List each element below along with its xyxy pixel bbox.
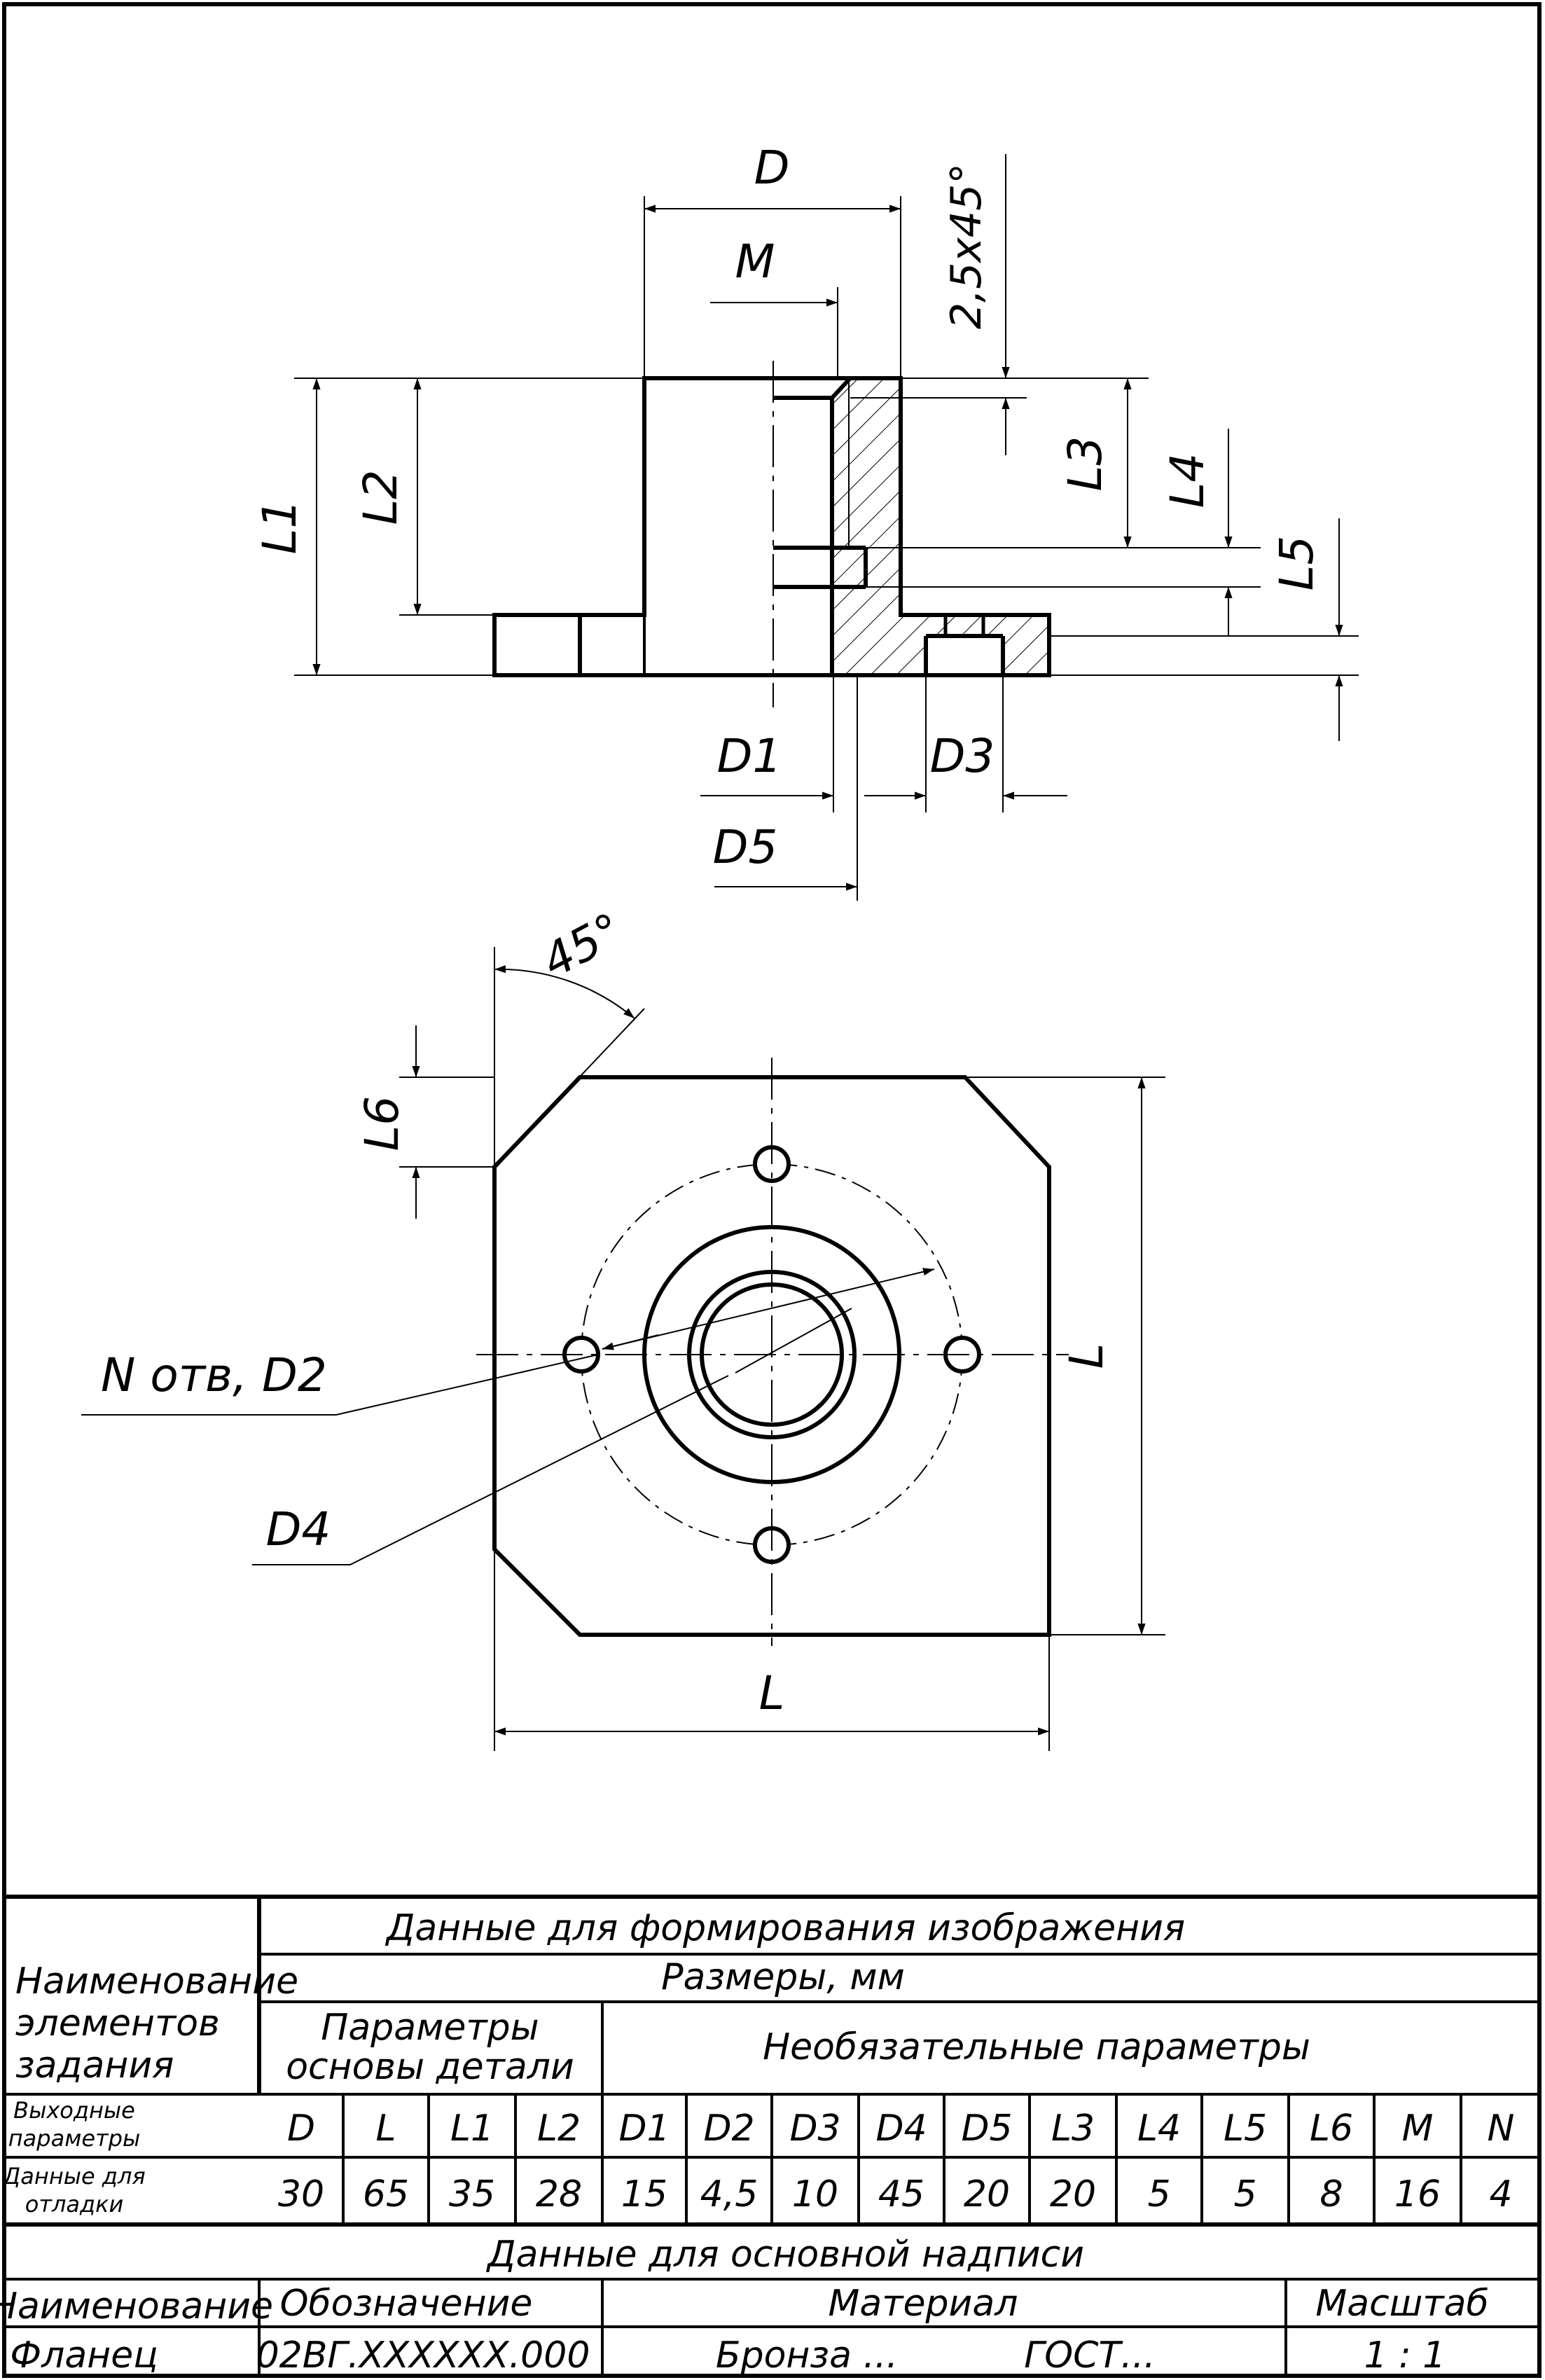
param-name-l4: L4 xyxy=(1137,2108,1181,2150)
label-chamfer: 2,5x45° xyxy=(942,163,991,329)
debug-data-line-1: Данные для xyxy=(1,2163,145,2189)
hatch-upper-wall xyxy=(832,378,901,548)
title-block-header: Данные для основной надписи xyxy=(486,2234,1084,2276)
front-view-dim-labels: D M 2,5x45° L1 L2 L3 L4 L5 D1 D3 D5 xyxy=(253,141,1324,874)
param-value-l6: 8 xyxy=(1319,2173,1343,2215)
label-L-vertical: L xyxy=(1060,1343,1114,1369)
scale-value: 1 : 1 xyxy=(1364,2334,1446,2376)
elements-header-line-1: Наименование xyxy=(15,1960,298,2002)
param-name-d4: D4 xyxy=(875,2108,927,2150)
debug-data-line-2: отладки xyxy=(25,2191,124,2218)
data-table xyxy=(4,1895,1541,2376)
label-L-horizontal: L xyxy=(759,1666,785,1720)
sizes-header: Размеры, мм xyxy=(661,1956,905,1998)
output-params-line-2: параметры xyxy=(8,2125,141,2152)
chamfer-line xyxy=(830,376,852,400)
label-D: D xyxy=(754,141,790,195)
param-name-l: L xyxy=(376,2108,396,2150)
front-view-dimensions xyxy=(294,154,1359,901)
param-value-m: 16 xyxy=(1394,2173,1441,2215)
designation-header: Обозначение xyxy=(280,2283,533,2325)
base-params-line-2: основы детали xyxy=(286,2046,574,2088)
param-name-d3: D3 xyxy=(789,2108,840,2150)
label-angle: 45° xyxy=(534,903,631,989)
elements-header-line-2: элементов xyxy=(15,2002,220,2045)
base-params-line-1: Параметры xyxy=(321,2007,539,2049)
top-view-dimensions xyxy=(81,947,1165,1751)
label-L6: L6 xyxy=(355,1096,409,1151)
param-value-l: 65 xyxy=(363,2173,409,2215)
param-name-n: N xyxy=(1488,2108,1515,2150)
param-name-d1: D1 xyxy=(618,2108,670,2150)
front-section-view xyxy=(492,361,1051,707)
label-L2: L2 xyxy=(354,470,408,525)
param-name-l3: L3 xyxy=(1051,2108,1095,2150)
param-value-n: 4 xyxy=(1489,2173,1512,2215)
param-name-l2: L2 xyxy=(537,2108,581,2150)
param-value-d2: 4,5 xyxy=(700,2173,758,2215)
image-data-header: Данные для формирования изображения xyxy=(385,1907,1185,1949)
material-value: Бронза ... xyxy=(716,2334,898,2376)
elements-header-line-3: задания xyxy=(15,2045,174,2087)
hatch-hole-top xyxy=(926,615,1003,636)
param-name-d: D xyxy=(287,2108,315,2150)
hatch-flange-right xyxy=(1003,615,1049,675)
scale-header: Масштаб xyxy=(1315,2283,1488,2325)
param-value-l1: 35 xyxy=(449,2173,495,2215)
label-L5: L5 xyxy=(1270,536,1324,591)
label-D5: D5 xyxy=(713,820,778,874)
param-value-d: 30 xyxy=(278,2173,324,2215)
label-D3: D3 xyxy=(930,729,995,783)
param-name-d2: D2 xyxy=(703,2108,754,2150)
label-L1: L1 xyxy=(253,499,307,555)
label-L4: L4 xyxy=(1161,453,1214,508)
optional-params-header: Необязательные параметры xyxy=(763,2026,1310,2068)
param-name-m: M xyxy=(1402,2108,1434,2150)
name-header: Наименование xyxy=(0,2285,273,2327)
label-holes: N отв, D2 xyxy=(101,1348,327,1402)
param-value-d5: 20 xyxy=(964,2173,1010,2215)
param-name-l1: L1 xyxy=(450,2108,494,2150)
param-name-d5: D5 xyxy=(961,2108,1012,2150)
name-value: Фланец xyxy=(10,2334,158,2376)
output-params-line-1: Выходные xyxy=(13,2097,135,2124)
label-D4: D4 xyxy=(266,1502,331,1556)
label-D1: D1 xyxy=(717,729,782,783)
param-value-d3: 10 xyxy=(792,2173,838,2215)
param-value-l3: 20 xyxy=(1050,2173,1096,2215)
param-value-d1: 15 xyxy=(621,2173,667,2215)
param-name-l6: L6 xyxy=(1310,2108,1353,2150)
top-view-dim-labels: 45° L6 N отв, D2 D4 L L xyxy=(101,903,1114,1720)
hatch-flange-mid xyxy=(901,615,926,675)
param-value-l4: 5 xyxy=(1147,2173,1170,2215)
param-value-l2: 28 xyxy=(536,2173,582,2215)
designation-value: 02ВГ.XXXXXX.000 xyxy=(256,2334,590,2376)
param-value-d4: 45 xyxy=(878,2173,924,2215)
label-M: M xyxy=(735,235,775,289)
param-value-l5: 5 xyxy=(1233,2173,1256,2215)
table-text: Данные для формирования изображения Разм… xyxy=(0,1907,1514,2376)
param-name-l5: L5 xyxy=(1224,2108,1267,2150)
material-header: Материал xyxy=(829,2283,1018,2325)
label-L3: L3 xyxy=(1058,436,1112,492)
standard-value: ГОСТ... xyxy=(1024,2334,1156,2376)
